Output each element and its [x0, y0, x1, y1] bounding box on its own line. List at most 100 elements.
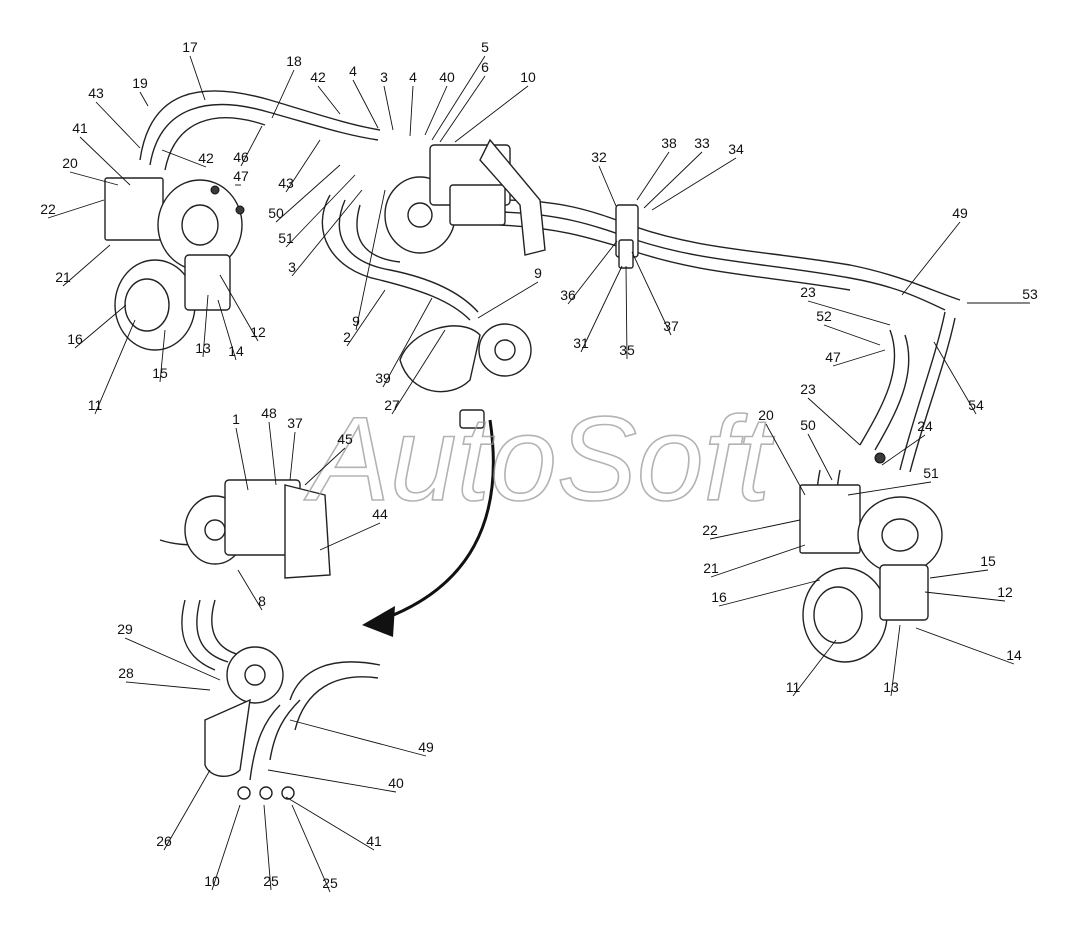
- callout-label-c33: 33: [694, 135, 710, 151]
- callout-label-c31: 31: [573, 335, 589, 351]
- callout-leader-c37a: [631, 251, 672, 336]
- callout-label-c5: 5: [481, 39, 489, 55]
- tee-connector-mid: [615, 204, 639, 269]
- callout-label-c42a: 42: [310, 69, 326, 85]
- callout-label-c29: 29: [117, 621, 133, 637]
- callout-leader-c29: [124, 637, 221, 681]
- callout-label-c35: 35: [619, 342, 635, 358]
- callout-label-c15a: 15: [152, 365, 168, 381]
- callout-leader-c13a: [202, 294, 209, 358]
- callout-label-c1: 1: [232, 411, 240, 427]
- callout-leader-c9a: [355, 189, 386, 331]
- center-filter: [399, 323, 532, 429]
- callout-leader-c25b: [291, 804, 331, 893]
- callout-label-c12b: 12: [997, 584, 1013, 600]
- callout-leader-c28: [125, 681, 211, 691]
- callout-label-c3b: 3: [288, 259, 296, 275]
- callout-leader-c33: [643, 151, 703, 209]
- callout-leader-c3b: [291, 189, 363, 277]
- callout-label-c25b: 25: [322, 875, 338, 891]
- callout-leader-c23b: [807, 397, 861, 446]
- callout-label-c50b: 50: [800, 417, 816, 433]
- callout-label-c51a: 51: [278, 230, 294, 246]
- center-pump-block: [384, 138, 546, 256]
- callout-leader-c31: [580, 265, 623, 353]
- callout-leader-c6: [439, 75, 486, 143]
- callout-leader-c46: [240, 125, 263, 167]
- lower-pump-detail: [184, 479, 331, 579]
- callout-leader-c24: [881, 434, 926, 466]
- callout-label-c27: 27: [384, 397, 400, 413]
- callout-leader-c10b: [211, 804, 241, 891]
- callout-label-c4a: 4: [349, 63, 357, 79]
- callout-leader-c43b: [285, 139, 321, 193]
- callout-label-c6: 6: [481, 59, 489, 75]
- callout-leader-c14b: [915, 627, 1015, 665]
- callout-label-c22b: 22: [702, 522, 718, 538]
- callout-label-c17: 17: [182, 39, 198, 55]
- callout-leader-c49a: [901, 221, 961, 296]
- callout-label-c8: 8: [258, 593, 266, 609]
- callout-label-c48: 48: [261, 405, 277, 421]
- callout-label-c41b: 41: [366, 833, 382, 849]
- callout-label-c14a: 14: [228, 343, 244, 359]
- callout-label-c22a: 22: [40, 201, 56, 217]
- callout-label-c18: 18: [286, 53, 302, 69]
- callout-label-c10b: 10: [204, 873, 220, 889]
- callout-label-c12a: 12: [250, 324, 266, 340]
- callout-leader-c44: [319, 522, 381, 551]
- callout-leader-c19: [139, 91, 149, 107]
- detail-arrow: [362, 419, 495, 637]
- callout-label-c52: 52: [816, 308, 832, 324]
- callout-label-c49b: 49: [418, 739, 434, 755]
- callout-label-c36: 36: [560, 287, 576, 303]
- callout-label-c49a: 49: [952, 205, 968, 221]
- callout-label-c3a: 3: [380, 69, 388, 85]
- callout-leader-c37b: [289, 431, 296, 481]
- callout-leader-c25a: [263, 804, 272, 891]
- callout-label-c24: 24: [917, 418, 933, 434]
- callout-label-c21a: 21: [55, 269, 71, 285]
- callout-label-c13a: 13: [195, 340, 211, 356]
- callout-label-c43a: 43: [88, 85, 104, 101]
- callout-leader-c18: [271, 69, 295, 119]
- right-motor-assembly: [799, 452, 943, 663]
- callout-label-c19: 19: [132, 75, 148, 91]
- callout-leader-c15b: [929, 569, 989, 579]
- callout-label-c16b: 16: [711, 589, 727, 605]
- callout-label-c37b: 37: [287, 415, 303, 431]
- callout-leader-c43a: [95, 101, 141, 149]
- callout-leader-c41b: [285, 796, 375, 851]
- callout-label-c15b: 15: [980, 553, 996, 569]
- callout-leader-c12b: [924, 591, 1006, 602]
- callout-label-c54: 54: [968, 397, 984, 413]
- callout-leader-c15a: [159, 329, 166, 383]
- callout-leader-c20b: [765, 423, 806, 496]
- callout-label-c40a: 40: [439, 69, 455, 85]
- callout-label-c40b: 40: [388, 775, 404, 791]
- callout-leader-c5: [431, 55, 486, 141]
- callout-leader-c11b: [792, 639, 837, 697]
- callout-label-c4b: 4: [409, 69, 417, 85]
- callout-leader-c52: [823, 324, 881, 346]
- callout-leaders: [47, 55, 1030, 893]
- callout-label-c43b: 43: [278, 175, 294, 191]
- callout-label-c10a: 10: [520, 69, 536, 85]
- callout-leader-c41a: [79, 136, 131, 186]
- callout-label-c25a: 25: [263, 873, 279, 889]
- callout-leader-c22b: [709, 519, 801, 540]
- callout-leader-c47b: [832, 349, 886, 367]
- callout-label-c41a: 41: [72, 120, 88, 136]
- callout-leader-c42a: [317, 85, 341, 115]
- callout-leader-c16a: [74, 304, 127, 349]
- callout-label-c47a: 47: [233, 168, 249, 184]
- callout-leader-c26: [163, 769, 211, 851]
- callout-leader-c20a: [69, 171, 119, 186]
- callout-leader-c54: [933, 341, 977, 415]
- callout-leader-c36: [567, 240, 618, 305]
- callout-label-c50a: 50: [268, 205, 284, 221]
- callout-leader-c42b: [161, 149, 207, 168]
- callout-label-c26: 26: [156, 833, 172, 849]
- callout-label-c23a: 23: [800, 284, 816, 300]
